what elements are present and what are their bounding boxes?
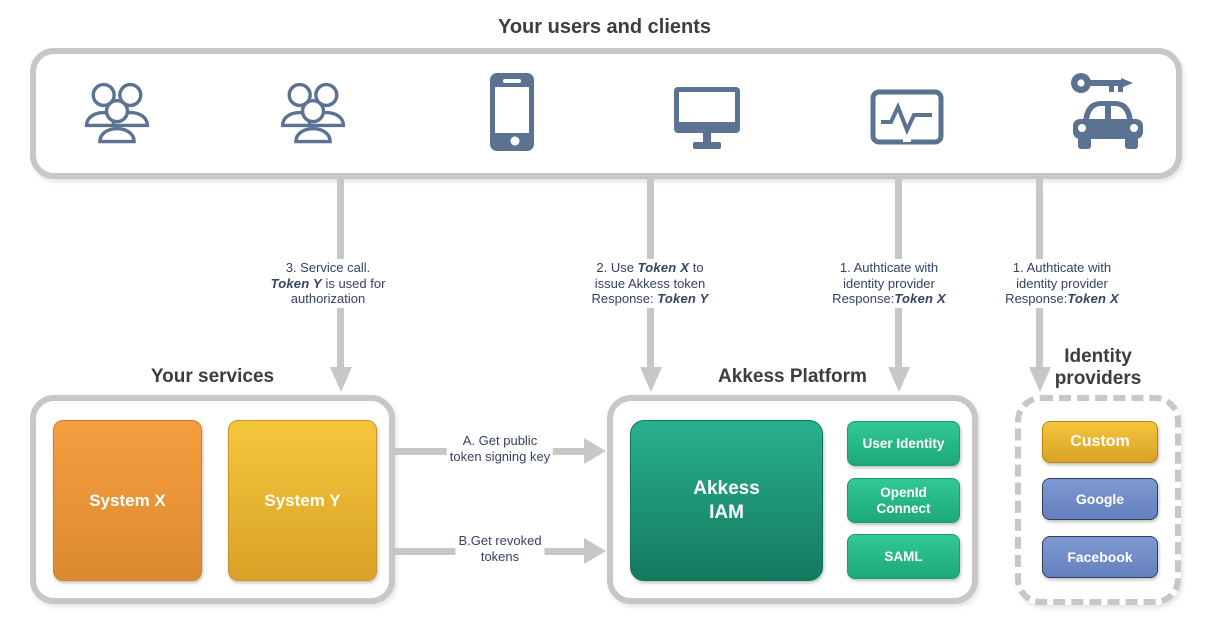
services-title: Your services bbox=[150, 366, 275, 387]
annotation-authenticate-1: 1. Authticate with identity provider Res… bbox=[829, 259, 949, 308]
module-openid-connect: OpenId Connect bbox=[847, 478, 960, 523]
users-group-icon bbox=[273, 74, 353, 154]
pulse-device-icon bbox=[867, 78, 947, 158]
arrowhead-right-icon bbox=[584, 438, 606, 464]
diagram-title: Your users and clients bbox=[497, 16, 712, 38]
provider-google: Google bbox=[1042, 478, 1158, 520]
arrowhead-down-icon bbox=[888, 367, 910, 392]
module-user-identity: User Identity bbox=[847, 421, 960, 466]
annotation-issue-token: 2. Use Token X to issue Akkess token Res… bbox=[588, 259, 712, 308]
arrowhead-down-icon bbox=[640, 367, 662, 392]
users-group-icon bbox=[77, 74, 157, 154]
annotation-authenticate-2: 1. Authticate with identity provider Res… bbox=[1002, 259, 1122, 308]
provider-facebook: Facebook bbox=[1042, 536, 1158, 578]
arrowhead-down-icon bbox=[1029, 367, 1051, 392]
annotation-service-call: 3. Service call. Token Y is used for aut… bbox=[267, 259, 389, 308]
system-y-node: System Y bbox=[228, 420, 377, 581]
module-saml: SAML bbox=[847, 534, 960, 579]
car-with-key-icon bbox=[1067, 72, 1147, 152]
system-x-node: System X bbox=[53, 420, 202, 581]
providers-title: Identity providers bbox=[1054, 346, 1142, 389]
connector-b-label: B.Get revoked tokens bbox=[455, 532, 545, 565]
connector-a-label: A. Get public token signing key bbox=[446, 432, 554, 465]
provider-custom: Custom bbox=[1042, 421, 1158, 463]
monitor-icon bbox=[668, 78, 748, 158]
smartphone-icon bbox=[472, 72, 552, 152]
akkess-iam-node: Akkess IAM bbox=[630, 420, 823, 581]
arrowhead-down-icon bbox=[330, 367, 352, 392]
platform-title: Akkess Platform bbox=[718, 366, 867, 387]
arrowhead-right-icon bbox=[584, 538, 606, 564]
users-clients-container bbox=[30, 48, 1182, 179]
